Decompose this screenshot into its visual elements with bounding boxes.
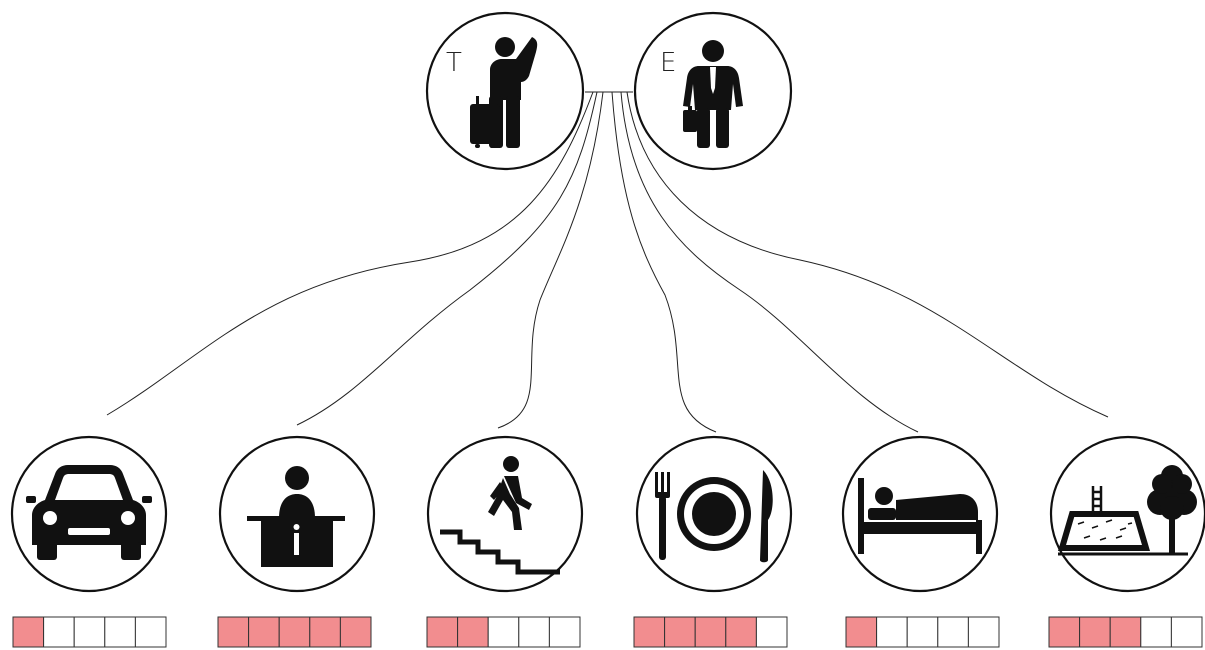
service-information-desk bbox=[218, 435, 376, 593]
rating-cell-filled bbox=[278, 616, 311, 648]
service-stairs bbox=[426, 435, 584, 593]
rating-bar-pool-and-tree bbox=[1048, 616, 1203, 648]
rating-cell-empty bbox=[1140, 616, 1172, 648]
employee-with-briefcase-icon bbox=[683, 40, 743, 148]
pool-and-tree-icon bbox=[1057, 465, 1197, 556]
rating-bar-person-in-bed bbox=[845, 616, 1000, 648]
rating-bar-information-desk bbox=[217, 616, 372, 648]
connection-line-car bbox=[106, 91, 594, 416]
service-pool bbox=[1049, 435, 1205, 593]
rating-cell-empty bbox=[104, 616, 136, 648]
car-icon bbox=[26, 465, 152, 560]
rating-cell-empty bbox=[876, 616, 908, 648]
rating-cell-filled bbox=[457, 616, 489, 648]
person-in-bed-icon bbox=[858, 478, 982, 554]
actor-traveler: T bbox=[425, 11, 585, 171]
rating-cell-filled bbox=[1079, 616, 1111, 648]
connection-lines bbox=[106, 91, 1109, 433]
rating-bars bbox=[12, 616, 1203, 648]
rating-cell-filled bbox=[694, 616, 727, 648]
rating-cell-empty bbox=[906, 616, 939, 648]
rating-cell-filled bbox=[845, 616, 878, 648]
rating-cell-filled bbox=[725, 616, 757, 648]
rating-cell-empty bbox=[134, 616, 167, 648]
rating-cell-empty bbox=[518, 616, 550, 648]
rating-cell-filled bbox=[217, 616, 250, 648]
rating-cell-filled bbox=[664, 616, 696, 648]
rating-cell-empty bbox=[755, 616, 788, 648]
rating-cell-filled bbox=[426, 616, 459, 648]
rating-cell-empty bbox=[967, 616, 1000, 648]
service-bed bbox=[841, 435, 999, 593]
connection-line-bed bbox=[620, 91, 919, 433]
rating-bar-person-climbing-stairs bbox=[426, 616, 581, 648]
rating-cell-filled bbox=[309, 616, 341, 648]
rating-cell-empty bbox=[548, 616, 581, 648]
person-climbing-stairs-icon bbox=[440, 456, 560, 575]
rating-cell-empty bbox=[1170, 616, 1203, 648]
rating-cell-filled bbox=[633, 616, 666, 648]
rating-cell-filled bbox=[339, 616, 372, 648]
service-ring bbox=[426, 435, 584, 593]
service-car bbox=[10, 435, 168, 593]
rating-cell-empty bbox=[43, 616, 75, 648]
actor-employee: E bbox=[633, 11, 793, 171]
connection-line-info bbox=[296, 91, 598, 426]
rating-bar-car bbox=[12, 616, 167, 648]
plate-fork-knife-icon bbox=[655, 470, 773, 563]
actor-letter: T bbox=[446, 48, 462, 78]
connection-line-stairs bbox=[497, 91, 604, 429]
rating-cell-filled bbox=[1048, 616, 1081, 648]
rating-cell-filled bbox=[1109, 616, 1142, 648]
rating-cell-filled bbox=[12, 616, 45, 648]
rating-bar-plate-fork-knife bbox=[633, 616, 788, 648]
information-desk-icon bbox=[247, 466, 345, 567]
rating-cell-empty bbox=[937, 616, 969, 648]
rating-cell-empty bbox=[487, 616, 520, 648]
connection-line-dining bbox=[611, 91, 717, 433]
service-dining bbox=[635, 435, 793, 593]
connection-line-pool bbox=[626, 91, 1109, 418]
rating-cell-filled bbox=[248, 616, 280, 648]
actor-letter: E bbox=[660, 48, 676, 78]
rating-cell-empty bbox=[73, 616, 106, 648]
traveler-with-suitcase-icon bbox=[470, 37, 538, 148]
